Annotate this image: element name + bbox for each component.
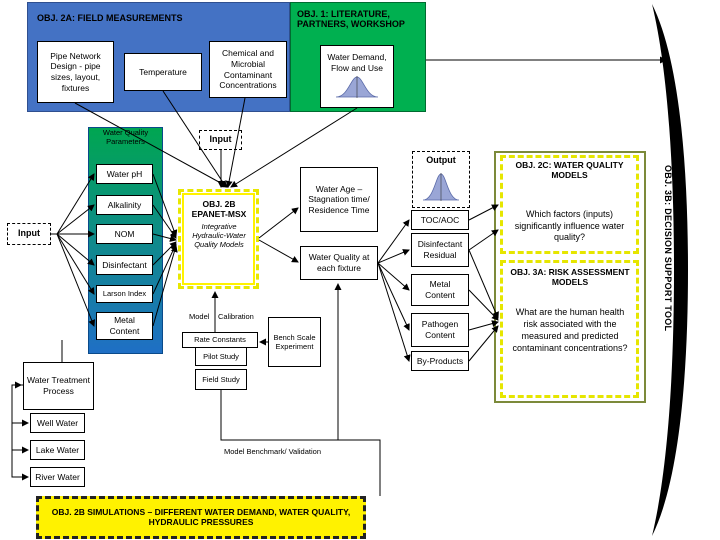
rate-constants-box: Rate Constants xyxy=(182,332,258,348)
obj3a-box xyxy=(500,260,639,398)
wqp-item-metal: Metal Content xyxy=(96,312,153,340)
water-demand-label: Water Demand, Flow and Use xyxy=(327,52,387,73)
wqp-item-nom: NOM xyxy=(96,224,153,244)
wqp-item-larson: Larson Index xyxy=(96,285,153,303)
temperature-box: Temperature xyxy=(124,53,202,91)
demand-distribution-icon xyxy=(335,76,379,99)
obj2c-question: Which factors (inputs) significantly inf… xyxy=(514,209,625,243)
simulations-label: OBJ. 2B SIMULATIONS – DIFFERENT WATER DE… xyxy=(51,507,351,528)
output-item-toc: TOC/AOC xyxy=(411,210,469,230)
wqp-item-alkalinity: Alkalinity xyxy=(96,195,153,215)
source-river: River Water xyxy=(30,467,85,487)
obj2c-box xyxy=(500,155,639,254)
obj2b-title: OBJ. 2B EPANET-MSX xyxy=(191,199,247,219)
wqp-item-disinfectant: Disinfectant xyxy=(96,255,153,275)
pipe-network-box: Pipe Network Design - pipe sizes, layout… xyxy=(37,41,114,103)
obj2a-title: OBJ. 2A: FIELD MEASUREMENTS xyxy=(37,13,183,23)
pilot-study-box: Pilot Study xyxy=(195,347,247,366)
obj3b-label: OBJ. 3B: DECISION SUPPORT TOOL xyxy=(663,165,673,332)
benchmark-label: Model Benchmark/ Validation xyxy=(224,447,321,456)
output-item-pathogen: Pathogen Content xyxy=(411,313,469,347)
wqp-item-ph: Water pH xyxy=(96,164,153,184)
obj2b-panel xyxy=(178,189,259,289)
source-lake: Lake Water xyxy=(30,440,85,460)
source-well: Well Water xyxy=(30,413,85,433)
calibration-label: Calibration xyxy=(218,312,254,321)
obj3a-title: OBJ. 3A: RISK ASSESSMENT MODELS xyxy=(510,267,630,288)
input-top-box: Input xyxy=(199,130,242,150)
obj2c-title: OBJ. 2C: WATER QUALITY MODELS xyxy=(515,160,624,181)
output-item-byproducts: By-Products xyxy=(411,351,469,371)
water-demand-box: Water Demand, Flow and Use xyxy=(320,45,394,108)
field-study-box: Field Study xyxy=(195,369,247,390)
output-distribution-icon xyxy=(422,173,460,201)
decision-support-arc xyxy=(652,4,688,536)
model-label: Model xyxy=(189,312,210,321)
simulations-box xyxy=(36,496,366,539)
output-item-residual: Disinfectant Residual xyxy=(411,233,469,267)
obj2b-subtitle: Integrative Hydraulic-Water Quality Mode… xyxy=(192,222,246,249)
obj1-title: OBJ. 1: LITERATURE, PARTNERS, WORKSHOP xyxy=(297,9,405,30)
output-item-metal: Metal Content xyxy=(411,274,469,306)
wqp-title: Water Quality Parameters xyxy=(102,128,149,146)
wq-fixture-box: Water Quality at each fixture xyxy=(300,246,378,280)
input-left-box: Input xyxy=(7,223,51,245)
output-label: Output xyxy=(426,155,456,165)
obj3a-question: What are the human health risk associate… xyxy=(512,307,628,354)
chemical-box: Chemical and Microbial Contaminant Conce… xyxy=(209,41,287,98)
treatment-box: Water Treatment Process xyxy=(23,362,94,410)
water-age-box: Water Age – Stagnation time/ Residence T… xyxy=(300,167,378,232)
bench-experiment-box: Bench Scale Experiment xyxy=(268,317,321,367)
